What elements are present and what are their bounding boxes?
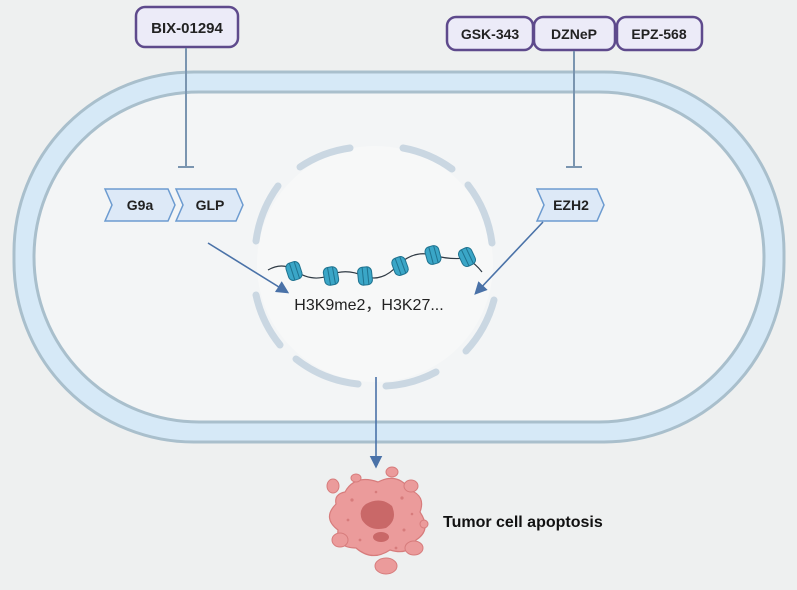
- inhibitor-box: [134, 5, 240, 49]
- enzyme-ezh2[interactable]: EZH2: [535, 188, 605, 222]
- enzyme-chevron: [174, 188, 244, 222]
- inhibitor-box: [615, 15, 704, 52]
- inhibitor-label: BIX-01294: [151, 20, 223, 37]
- apoptotic-blebs: [374, 557, 398, 575]
- inhibitor-box: [532, 15, 617, 52]
- inhibitor-label: DZNeP: [551, 26, 597, 42]
- apoptotic-blebs: [419, 519, 429, 529]
- nuclear-envelope: [252, 144, 498, 390]
- enzyme-g9a[interactable]: G9a: [103, 188, 176, 222]
- enzyme-label: EZH2: [553, 197, 589, 213]
- inhibitor-label: EPZ-568: [631, 26, 686, 42]
- enzyme-chevron: [535, 188, 605, 222]
- outcome-label: Tumor cell apoptosis: [443, 514, 603, 531]
- apoptotic-nucleus-fragment: [373, 532, 389, 542]
- apoptotic-nucleus-fragment: [360, 500, 394, 529]
- apoptotic-blebs: [385, 466, 399, 478]
- envelope-segment: [464, 181, 496, 247]
- envelope-segment: [292, 355, 362, 388]
- envelope-segment: [296, 144, 354, 171]
- activation-arrows: [207, 221, 544, 469]
- inhibitor-bix-01294[interactable]: BIX-01294: [134, 5, 240, 49]
- apoptotic-cell-icon: [326, 466, 429, 575]
- apoptotic-granules: [346, 490, 414, 550]
- arrow-ezh2-to-marks: [474, 221, 544, 295]
- arrow-g9a-glp-to-marks: [207, 242, 290, 294]
- nucleus: H3K9me2，H3K27...: [252, 144, 498, 390]
- nucleosome: [322, 266, 340, 286]
- enzyme-chevron: [103, 188, 176, 222]
- inhibitor-label: GSK-343: [461, 26, 520, 42]
- envelope-segment: [252, 182, 282, 245]
- inhibitor-gsk-343[interactable]: GSK-343: [445, 15, 535, 52]
- envelope-segment: [462, 296, 498, 355]
- nucleosomes: [285, 245, 477, 286]
- enzyme-label: G9a: [127, 197, 154, 213]
- nucleus-interior: [257, 146, 493, 382]
- nucleosome: [424, 245, 442, 265]
- envelope-segment: [252, 291, 284, 349]
- nucleosome: [357, 266, 373, 286]
- apoptotic-blebs: [331, 532, 349, 548]
- nucleosome: [391, 256, 409, 276]
- envelope-segment: [382, 368, 440, 390]
- apoptotic-blebs: [326, 478, 340, 494]
- inhibitor-dznep[interactable]: DZNeP: [532, 15, 617, 52]
- nucleosome: [285, 261, 303, 281]
- apoptotic-blebs: [404, 540, 424, 556]
- histone-marks-label: H3K9me2，H3K27...: [294, 297, 443, 314]
- enzyme-label: GLP: [196, 197, 225, 213]
- nucleosome: [457, 247, 477, 267]
- inhibition-lines: [178, 48, 582, 168]
- apoptotic-blebs: [350, 473, 362, 483]
- enzyme-glp[interactable]: GLP: [174, 188, 244, 222]
- apoptotic-blebs: [403, 479, 419, 493]
- inhibitor-group-right: GSK-343 DZNeP EPZ-568: [445, 15, 704, 52]
- inhibitor-epz-568[interactable]: EPZ-568: [615, 15, 704, 52]
- envelope-segment: [399, 144, 456, 173]
